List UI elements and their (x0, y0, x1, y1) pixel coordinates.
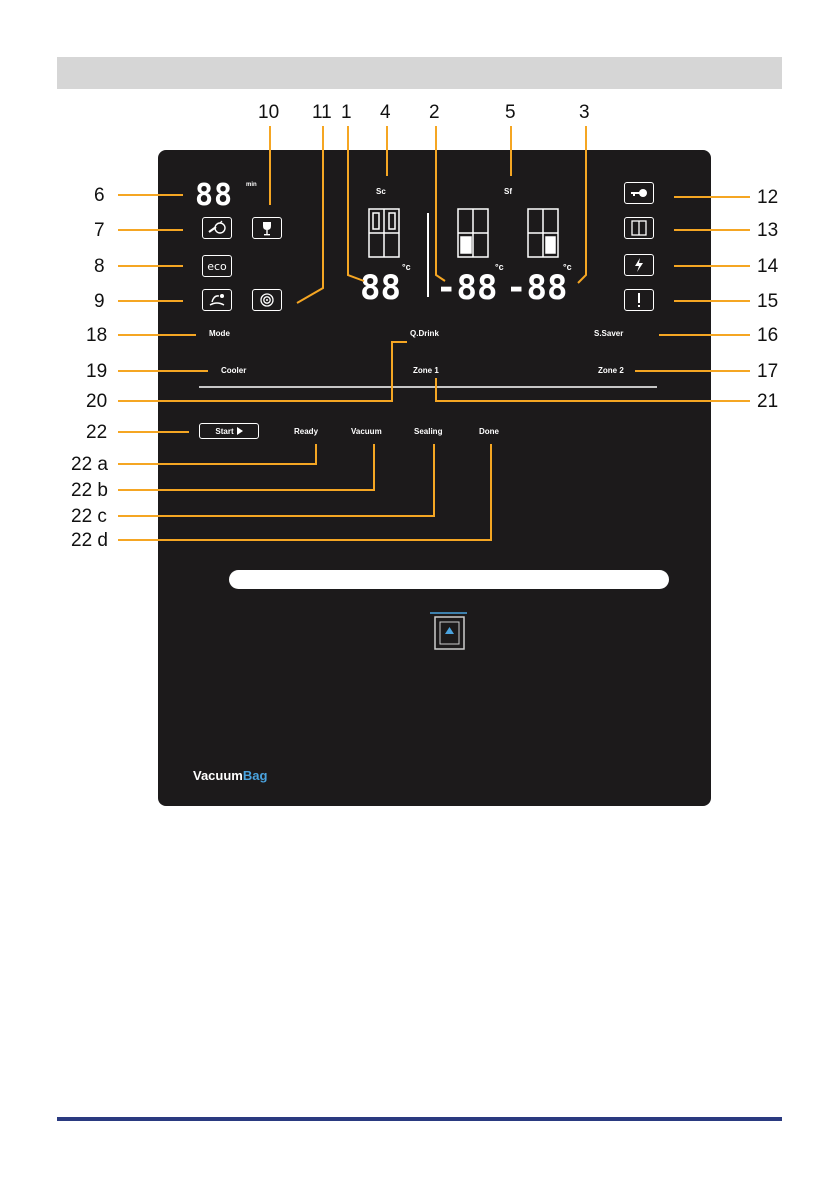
callout-18: 18 (86, 325, 108, 346)
brand-logo: VacuumBag (193, 768, 268, 783)
ssaver-label[interactable]: S.Saver (594, 329, 624, 338)
alert-icon[interactable] (624, 289, 654, 311)
callout-5: 5 (505, 102, 516, 123)
fridge-icon-2 (457, 208, 489, 258)
fridge-icon-1 (368, 208, 400, 258)
ready-label: Ready (294, 427, 319, 436)
play-icon (236, 427, 243, 435)
mode-label[interactable]: Mode (209, 329, 230, 338)
callout-7: 7 (94, 220, 105, 241)
lightning-icon[interactable] (624, 254, 654, 276)
sc-label: Sc (376, 187, 386, 196)
temp-display-3: -88 (506, 268, 568, 308)
zone1-label[interactable]: Zone 1 (413, 366, 439, 375)
eco-label: eco (207, 259, 227, 273)
callout-13: 13 (757, 220, 779, 241)
callout-10: 10 (258, 102, 280, 123)
fridge-icon-3 (527, 208, 559, 258)
callout-20: 20 (86, 391, 108, 412)
callout-19: 19 (86, 361, 108, 382)
callout-6: 6 (94, 185, 105, 206)
wine-glass-icon[interactable] (252, 217, 282, 239)
callout-12: 12 (757, 187, 779, 208)
temp-unit-1: °c (402, 262, 411, 272)
leader-lines (118, 126, 750, 541)
callout-9: 9 (94, 291, 105, 312)
callout-3: 3 (579, 102, 590, 123)
callout-15: 15 (757, 291, 779, 312)
timer-display: 88 (195, 178, 234, 213)
vacuum-bag-icon (434, 616, 465, 650)
callout-2: 2 (429, 102, 440, 123)
key-lock-icon[interactable] (624, 182, 654, 204)
callout-22d: 22 d (71, 530, 108, 551)
done-label: Done (479, 427, 499, 436)
temp-unit-2: °c (495, 262, 504, 272)
header-bar (57, 57, 782, 89)
slider-bar[interactable] (229, 570, 669, 589)
callout-17: 17 (757, 361, 779, 382)
sf-label: Sf (504, 187, 512, 196)
temp-display-1: 88 (360, 268, 401, 308)
callout-22: 22 (86, 422, 108, 443)
fruit-vegetable-icon[interactable] (202, 217, 232, 239)
cooler-label[interactable]: Cooler (221, 366, 247, 375)
callout-8: 8 (94, 256, 105, 277)
target-icon[interactable] (252, 289, 282, 311)
callout-16: 16 (757, 325, 779, 346)
qdrink-label[interactable]: Q.Drink (410, 329, 439, 338)
eco-icon[interactable]: eco (202, 255, 232, 277)
footer-bar (57, 1117, 782, 1121)
callout-22a: 22 a (71, 454, 108, 475)
vacuum-label: Vacuum (351, 427, 382, 436)
sealing-label: Sealing (414, 427, 443, 436)
start-label: Start (215, 426, 234, 436)
callout-22c: 22 c (71, 506, 107, 527)
callout-1: 1 (341, 102, 352, 123)
callout-14: 14 (757, 256, 779, 277)
temp-display-2: -88 (436, 268, 498, 308)
callout-4: 4 (380, 102, 391, 123)
door-open-icon[interactable] (624, 217, 654, 239)
temp-unit-3: °c (563, 262, 572, 272)
start-button[interactable]: Start (199, 423, 259, 439)
zone2-label[interactable]: Zone 2 (598, 366, 624, 375)
callout-21: 21 (757, 391, 779, 412)
vacation-icon[interactable] (202, 289, 232, 311)
callout-11: 11 (312, 102, 332, 123)
timer-unit-label: min (246, 182, 257, 188)
callout-22b: 22 b (71, 480, 108, 501)
